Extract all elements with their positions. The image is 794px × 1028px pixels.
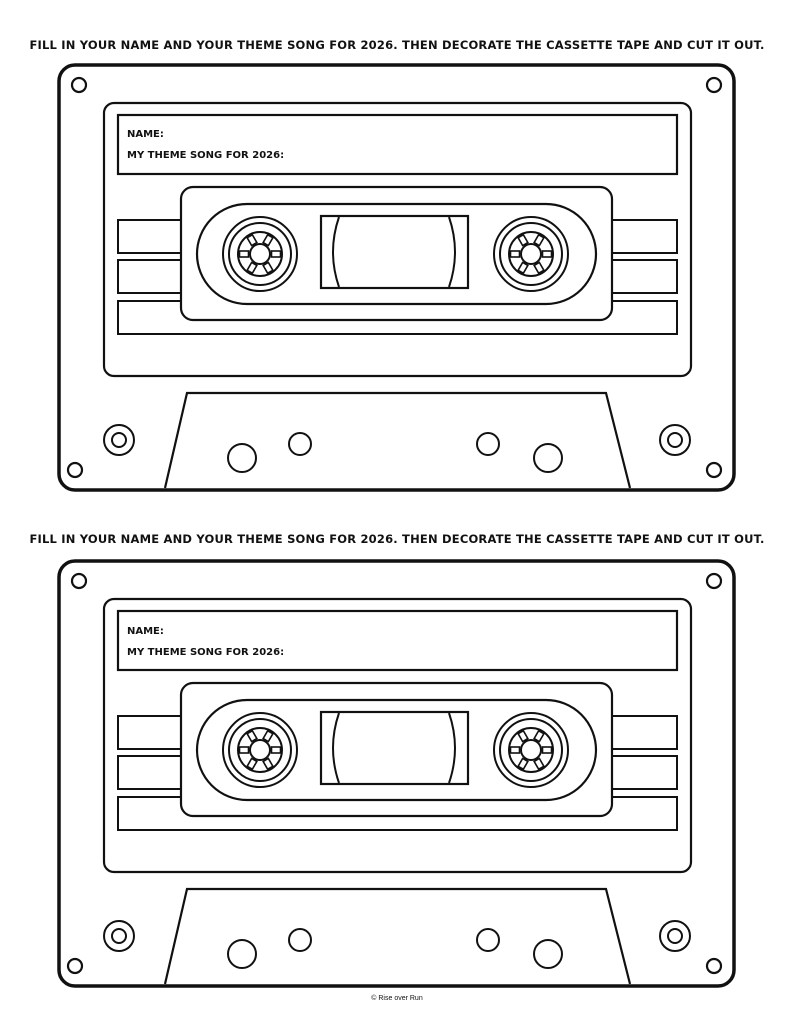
reel-tooth xyxy=(270,746,282,754)
cassette-outline-2 xyxy=(57,559,736,988)
corner-screw xyxy=(70,76,88,94)
reel-ring xyxy=(499,222,563,286)
bottom-hole xyxy=(288,928,312,952)
reel-tooth xyxy=(517,729,529,743)
reel-tooth xyxy=(246,261,258,275)
corner-screw xyxy=(705,572,723,590)
reel-center xyxy=(520,243,542,265)
reel-tooth xyxy=(517,757,529,771)
writing-box xyxy=(116,113,679,176)
reel-outer-ring xyxy=(493,216,569,292)
corner-screw xyxy=(705,461,723,479)
bottom-housing xyxy=(163,887,632,985)
reel-tooth xyxy=(262,757,274,771)
hub-ring-inner xyxy=(111,928,127,944)
bottom-hole xyxy=(476,928,500,952)
song-label-2: MY THEME SONG FOR 2026: xyxy=(127,647,285,658)
hub-ring xyxy=(103,424,135,456)
reel-tooth xyxy=(517,261,529,275)
corner-screw xyxy=(705,76,723,94)
name-label-1: NAME: xyxy=(127,129,164,140)
reel-hub xyxy=(508,727,554,773)
name-label-2: NAME: xyxy=(127,626,164,637)
bottom-hole xyxy=(227,443,257,473)
corner-screw xyxy=(705,957,723,975)
reel-tooth xyxy=(533,233,545,247)
corner-screw xyxy=(70,572,88,590)
window-curve-right xyxy=(448,216,456,288)
reel-ring xyxy=(228,222,292,286)
cassette-outline-1 xyxy=(57,63,736,492)
reel-tooth xyxy=(262,261,274,275)
reel-tooth xyxy=(533,757,545,771)
instruction-text-2: Fill in your name and your theme song fo… xyxy=(29,532,765,546)
reel-tooth xyxy=(262,233,274,247)
hub-ring-inner xyxy=(111,432,127,448)
instruction-text-1: Fill in your name and your theme song fo… xyxy=(29,38,765,52)
hub-ring xyxy=(659,424,691,456)
hub-ring-inner xyxy=(667,432,683,448)
reel-tooth xyxy=(238,250,250,258)
reel-ring xyxy=(228,718,292,782)
center-window xyxy=(319,710,470,786)
reel-outer-ring xyxy=(493,712,569,788)
reel-tooth xyxy=(509,250,521,258)
reel-tooth xyxy=(541,746,553,754)
reel-ring xyxy=(499,718,563,782)
window-curve-right xyxy=(448,712,456,784)
reel-tooth xyxy=(246,757,258,771)
reel-center xyxy=(520,739,542,761)
reel-hub xyxy=(237,727,283,773)
reel-outer-ring xyxy=(222,216,298,292)
center-window xyxy=(319,214,470,290)
bottom-housing xyxy=(163,391,632,489)
cassette-tape-1: NAME: MY THEME SONG FOR 2026: xyxy=(57,62,737,492)
reel-tooth xyxy=(509,746,521,754)
reel-outer-ring xyxy=(222,712,298,788)
window-curve-left xyxy=(332,712,340,784)
corner-screw xyxy=(66,957,84,975)
hub-ring xyxy=(659,920,691,952)
bottom-hole xyxy=(288,432,312,456)
cassette-tape-2: NAME: MY THEME SONG FOR 2026: xyxy=(57,558,737,988)
corner-screw xyxy=(66,461,84,479)
window-curve-left xyxy=(332,216,340,288)
reel-tooth xyxy=(238,746,250,754)
hub-ring-inner xyxy=(667,928,683,944)
bottom-hole xyxy=(227,939,257,969)
reel-tooth xyxy=(262,729,274,743)
hub-ring xyxy=(103,920,135,952)
reel-center xyxy=(249,243,271,265)
reel-tooth xyxy=(246,233,258,247)
writing-box xyxy=(116,609,679,672)
reel-hub xyxy=(237,231,283,277)
reel-tooth xyxy=(533,729,545,743)
reel-center xyxy=(249,739,271,761)
reel-tooth xyxy=(533,261,545,275)
reel-hub xyxy=(508,231,554,277)
copyright-footer: © Rise over Run xyxy=(371,995,423,1002)
reel-tooth xyxy=(541,250,553,258)
reel-tooth xyxy=(246,729,258,743)
song-label-1: MY THEME SONG FOR 2026: xyxy=(127,150,285,161)
reel-tooth xyxy=(270,250,282,258)
reel-tooth xyxy=(517,233,529,247)
bottom-hole xyxy=(533,939,563,969)
bottom-hole xyxy=(476,432,500,456)
bottom-hole xyxy=(533,443,563,473)
